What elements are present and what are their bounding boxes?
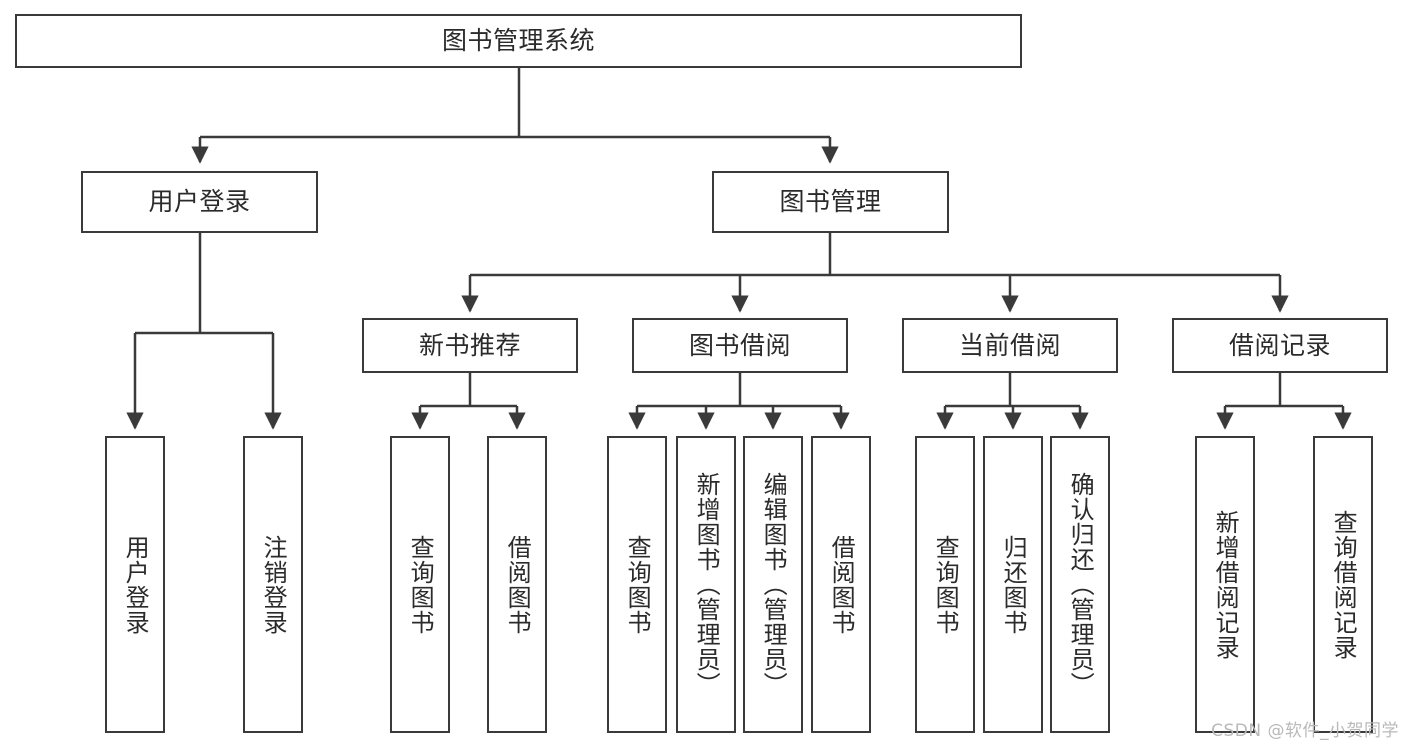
node-label: 新增图书（管理员） [692, 472, 721, 697]
node-label: 图书借阅 [688, 330, 791, 360]
node-user-login[interactable]: 用户登录 [81, 171, 318, 233]
csdn-watermark: CSDN @软件_小贺同学 [1211, 721, 1399, 741]
leaf-borrow-add-book[interactable]: 新增图书（管理员） [676, 436, 736, 733]
node-root-system[interactable]: 图书管理系统 [15, 14, 1022, 68]
node-borrow-record[interactable]: 借阅记录 [1172, 318, 1388, 373]
node-new-book-recommend[interactable]: 新书推荐 [362, 318, 578, 373]
node-label: 借阅记录 [1228, 330, 1331, 360]
leaf-record-query-record[interactable]: 查询借阅记录 [1313, 436, 1373, 733]
node-label: 查询图书 [931, 534, 960, 635]
node-label: 查询借阅记录 [1329, 509, 1358, 660]
leaf-borrow-query-book[interactable]: 查询图书 [607, 436, 667, 733]
leaf-user-login-login[interactable]: 用户登录 [105, 436, 165, 733]
node-label: 注销登录 [259, 534, 288, 635]
node-label: 确认归还（管理员） [1066, 472, 1095, 697]
node-label: 用户登录 [148, 187, 251, 217]
leaf-current-return-book[interactable]: 归还图书 [983, 436, 1043, 733]
leaf-record-add-record[interactable]: 新增借阅记录 [1195, 436, 1255, 733]
node-label: 用户登录 [121, 534, 150, 635]
node-book-management[interactable]: 图书管理 [712, 171, 949, 233]
node-label: 当前借阅 [958, 330, 1061, 360]
node-label: 图书管理 [779, 187, 882, 217]
leaf-borrow-borrow-book[interactable]: 借阅图书 [811, 436, 871, 733]
node-label: 借阅图书 [503, 534, 532, 635]
leaf-current-query-book[interactable]: 查询图书 [915, 436, 975, 733]
node-label: 编辑图书（管理员） [759, 472, 788, 697]
node-label: 新书推荐 [418, 330, 521, 360]
node-current-borrow[interactable]: 当前借阅 [902, 318, 1118, 373]
node-label: 查询图书 [623, 534, 652, 635]
node-label: 归还图书 [999, 534, 1028, 635]
node-label: 借阅图书 [827, 534, 856, 635]
node-label: 新增借阅记录 [1211, 509, 1240, 660]
leaf-recommend-query-book[interactable]: 查询图书 [390, 436, 450, 733]
node-label: 图书管理系统 [441, 26, 595, 56]
node-book-borrow[interactable]: 图书借阅 [632, 318, 848, 373]
leaf-recommend-borrow-book[interactable]: 借阅图书 [487, 436, 547, 733]
node-label: 查询图书 [406, 534, 435, 635]
leaf-current-confirm-return[interactable]: 确认归还（管理员） [1050, 436, 1110, 733]
leaf-borrow-edit-book[interactable]: 编辑图书（管理员） [743, 436, 803, 733]
leaf-user-login-logout[interactable]: 注销登录 [243, 436, 303, 733]
